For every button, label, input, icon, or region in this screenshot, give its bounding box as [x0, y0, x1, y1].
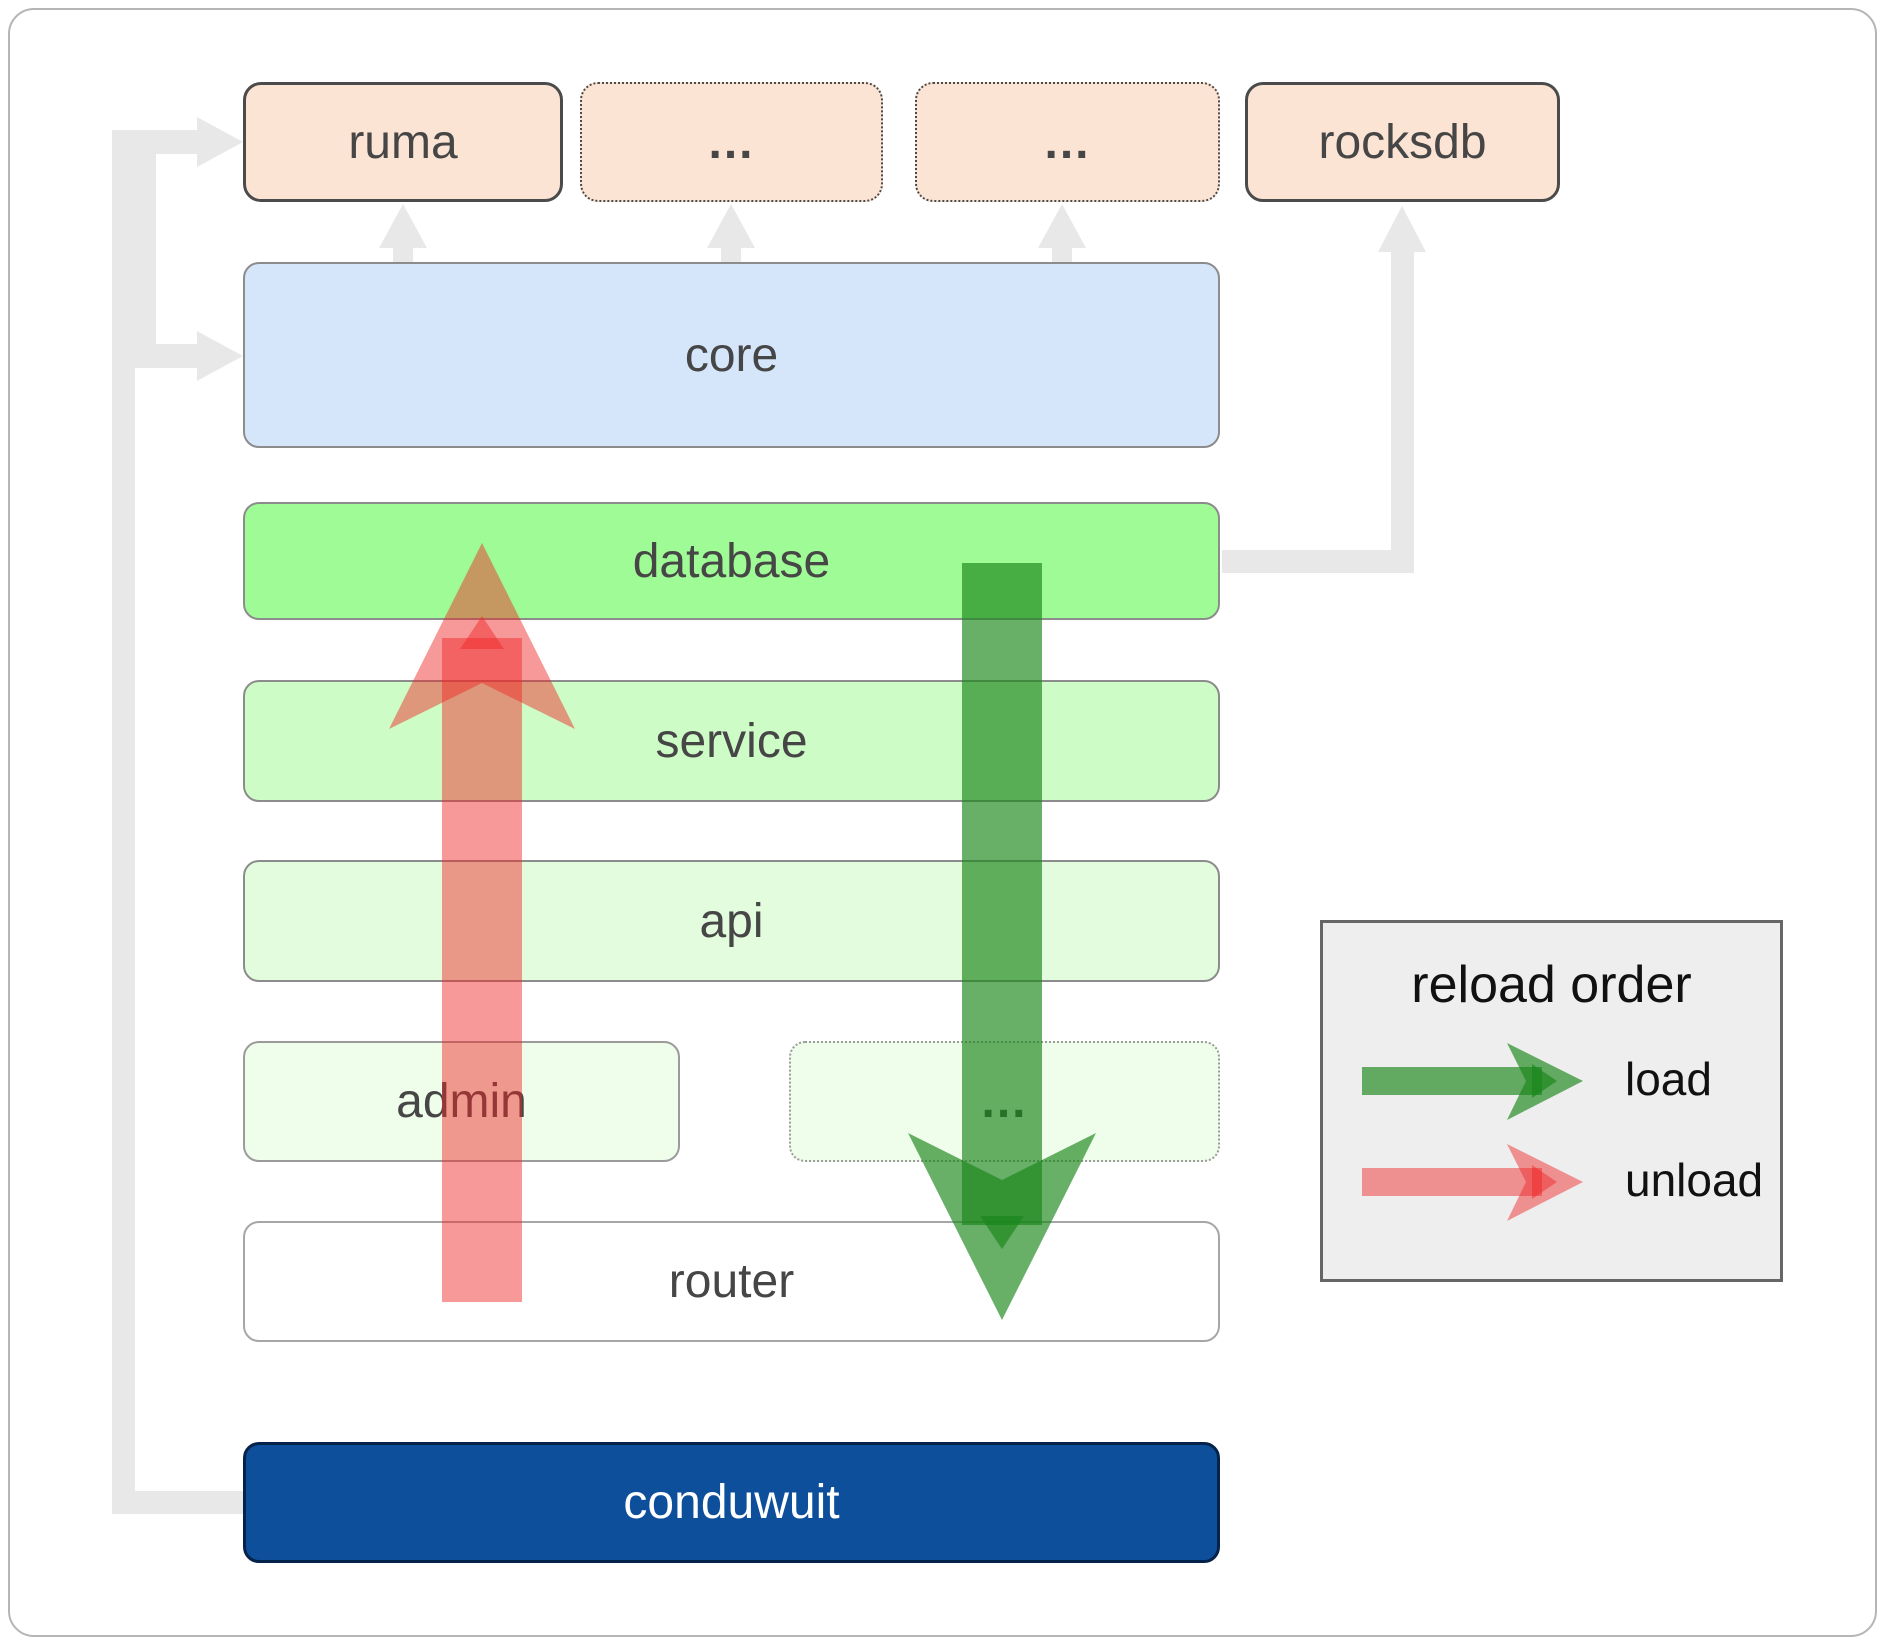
node-database: database	[243, 502, 1220, 620]
connector-bottom-horizontal	[112, 1491, 243, 1514]
node-conduwuit-label: conduwuit	[623, 1476, 840, 1529]
node-api: api	[243, 860, 1220, 982]
arrowhead-into-ruma	[197, 117, 243, 167]
arrowhead-up-1	[379, 204, 427, 248]
node-core-label: core	[684, 328, 779, 382]
node-router-label: router	[668, 1255, 795, 1308]
node-admin: admin	[243, 1041, 680, 1162]
node-conduwuit: conduwuit	[243, 1442, 1220, 1563]
connector-left-vertical	[112, 131, 135, 1514]
legend-load-label: load	[1625, 1053, 1712, 1105]
connector-inner-vertical	[133, 142, 156, 367]
connector-conduwuit-to-ruma	[112, 117, 243, 1514]
node-rocksdb-label: rocksdb	[1318, 115, 1487, 169]
node-ellipsis-top-1: ...	[580, 82, 883, 202]
node-ellipsis-mid-label: ...	[981, 1075, 1028, 1128]
connector-core-to-ruma	[379, 204, 427, 263]
node-service: service	[243, 680, 1220, 802]
connector-core-to-ellipsis-2	[1038, 204, 1086, 263]
node-database-label: database	[632, 534, 831, 588]
node-ellipsis-top-1-label: ...	[708, 115, 755, 169]
node-router: router	[243, 1221, 1220, 1342]
node-ruma-label: ruma	[348, 115, 458, 169]
legend-title: reload order	[1411, 956, 1692, 1014]
node-api-label: api	[699, 894, 764, 948]
connector-core-to-ellipsis-1	[707, 204, 755, 263]
node-service-label: service	[655, 714, 808, 768]
rocksdb-horizontal	[1222, 550, 1414, 573]
node-rocksdb: rocksdb	[1245, 82, 1560, 202]
arrowhead-into-core	[197, 331, 243, 381]
node-core: core	[243, 262, 1220, 448]
rocksdb-vertical	[1391, 248, 1414, 573]
arrowhead-up-3	[1038, 204, 1086, 248]
node-ellipsis-top-2: ...	[915, 82, 1220, 202]
connector-conduwuit-to-core	[133, 142, 243, 381]
legend-box: reload order	[1320, 920, 1783, 1282]
legend-unload-label: unload	[1625, 1154, 1764, 1206]
arrowhead-up-2	[707, 204, 755, 248]
node-ruma: ruma	[243, 82, 563, 202]
node-ellipsis-top-2-label: ...	[1044, 115, 1091, 169]
connector-core-horizontal	[133, 344, 197, 368]
connector-database-to-rocksdb	[1222, 206, 1426, 573]
node-ellipsis-mid: ...	[789, 1041, 1220, 1162]
node-admin-label: admin	[396, 1075, 527, 1128]
outer-frame	[8, 8, 1877, 1637]
arrowhead-into-rocksdb	[1378, 206, 1426, 252]
